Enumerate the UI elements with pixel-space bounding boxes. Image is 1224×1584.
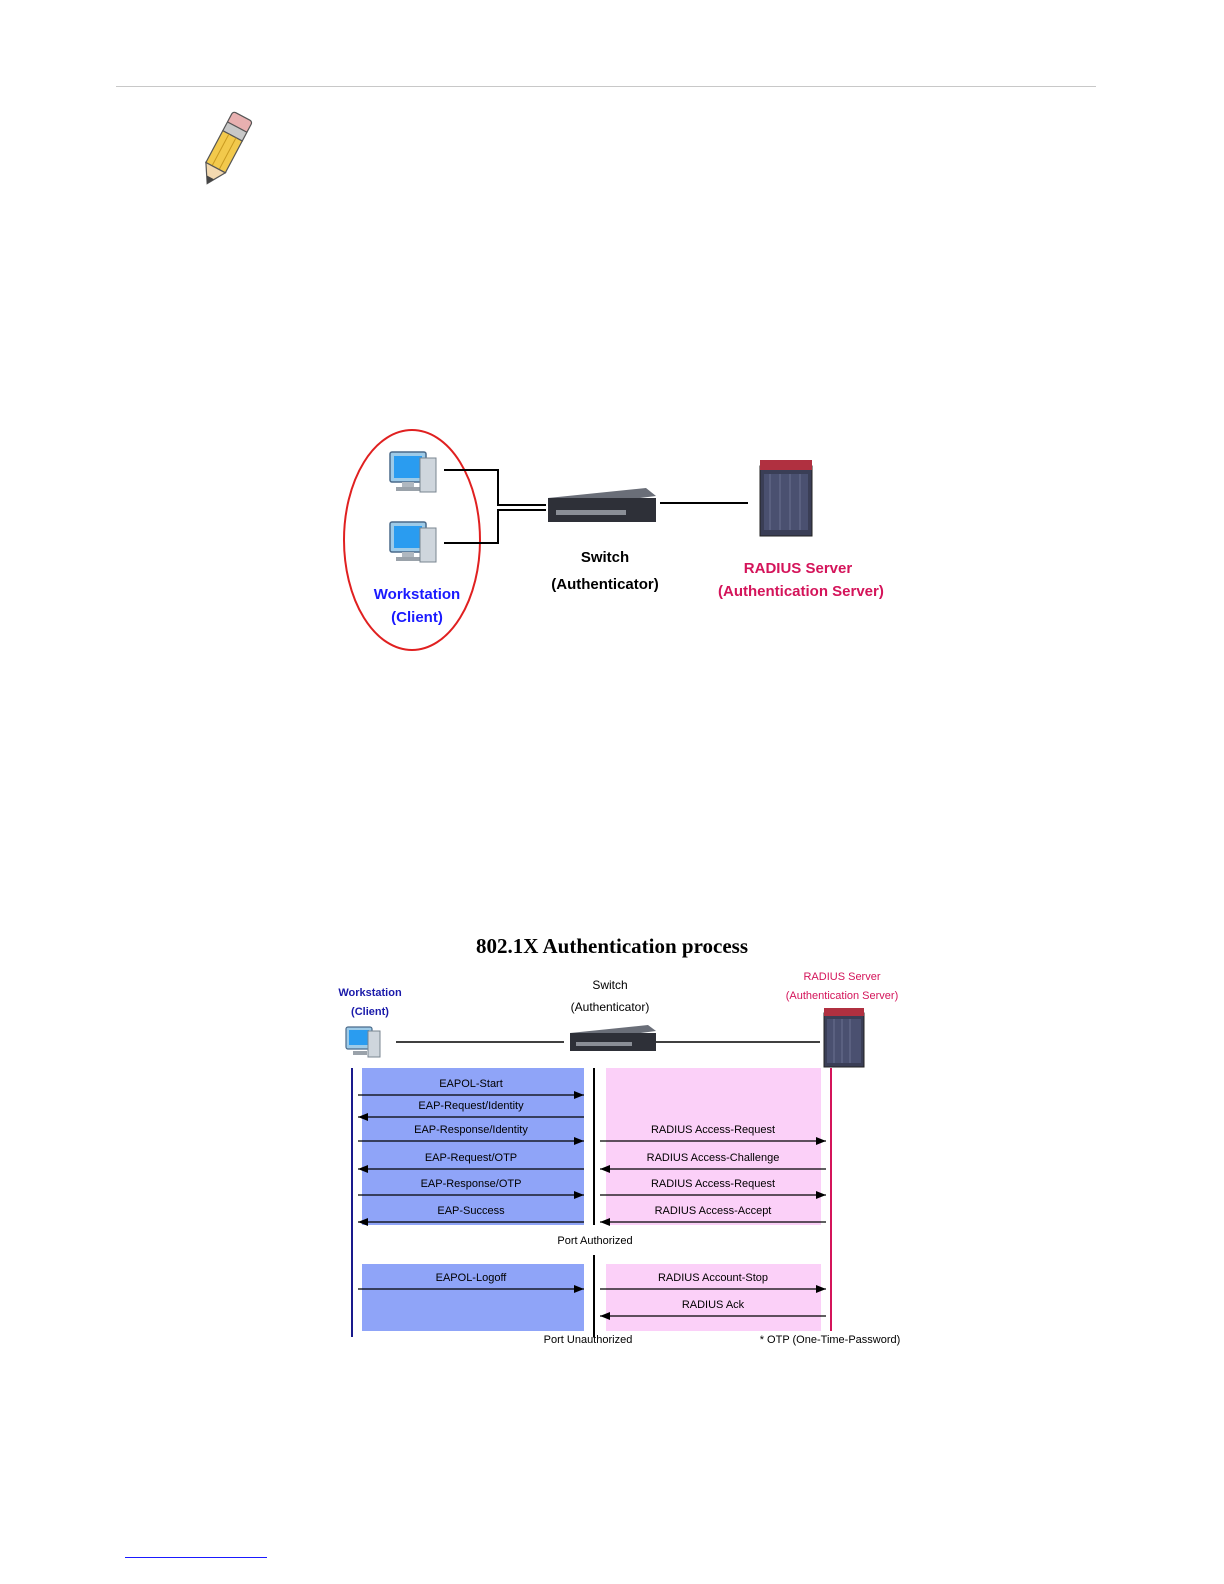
- client-switch-message: EAP-Success: [437, 1205, 505, 1217]
- message-arrow-head: [358, 1113, 368, 1121]
- footer-link-rule: [125, 1557, 267, 1558]
- switch-sub-label: (Authenticator): [570, 1000, 650, 1014]
- switch-server-arrows: [600, 1137, 826, 1226]
- radius-server-icon: [759, 460, 813, 537]
- workstation-sub-label: (Client): [391, 609, 443, 626]
- radius-ack-message: RADIUS Ack: [681, 1299, 745, 1311]
- message-arrow-head: [574, 1137, 584, 1145]
- client-switch-arrows: [358, 1091, 584, 1226]
- switch-icon: [570, 1025, 656, 1051]
- radius-server-icon: [823, 1008, 865, 1068]
- message-arrow-head: [358, 1218, 368, 1226]
- message-arrow-head: [816, 1137, 826, 1145]
- workstation-icon: [389, 451, 437, 493]
- switch-label: Switch: [580, 549, 630, 566]
- switch-server-message: RADIUS Access-Request: [650, 1124, 776, 1136]
- switch-icon: [548, 488, 656, 522]
- logoff-arrows: [358, 1285, 826, 1320]
- server-band-authorized: [606, 1068, 821, 1225]
- client-switch-message: EAP-Request/OTP: [424, 1152, 518, 1164]
- message-arrow-head: [816, 1285, 826, 1293]
- note-pencil-icon: [205, 111, 253, 185]
- authentication-sequence-diagram: Workstation (Client) Switch (Authenticat…: [330, 965, 910, 1355]
- client-group-ellipse: [343, 429, 481, 651]
- port-authorized-label: Port Authorized: [557, 1235, 633, 1247]
- switch-sub-label: (Authenticator): [551, 576, 659, 593]
- message-arrow-head: [600, 1165, 610, 1173]
- client-switch-message: EAP-Response/Identity: [414, 1124, 528, 1136]
- port-unauthorized-label: Port Unauthorized: [543, 1334, 633, 1346]
- authentication-process-title: 802.1X Authentication process: [475, 934, 749, 958]
- message-arrow-head: [816, 1191, 826, 1199]
- message-arrow-head: [574, 1285, 584, 1293]
- message-arrow-head: [574, 1191, 584, 1199]
- sequence-graphics: [345, 1008, 865, 1337]
- client-switch-message: EAPOL-Start: [439, 1078, 503, 1090]
- server-band-logoff: [606, 1264, 821, 1331]
- switch-label: Switch: [592, 978, 628, 992]
- network-topology-diagram: Workstation (Client) Switch (Authenticat…: [330, 410, 890, 660]
- message-arrow-head: [358, 1165, 368, 1173]
- workstation-label: Workstation: [373, 586, 461, 603]
- otp-footnote: * OTP (One-Time-Password): [759, 1334, 901, 1346]
- server-label: RADIUS Server: [803, 971, 881, 983]
- eapol-logoff-message: EAPOL-Logoff: [435, 1272, 507, 1284]
- switch-server-message: RADIUS Access-Accept: [654, 1205, 772, 1217]
- client-switch-message: EAP-Request/Identity: [418, 1100, 524, 1112]
- topology-graphics: [343, 429, 813, 651]
- switch-server-message: RADIUS Access-Request: [650, 1178, 776, 1190]
- server-sub-label: (Authentication Server): [718, 583, 884, 600]
- message-arrow-head: [574, 1091, 584, 1099]
- server-sub-label: (Authentication Server): [785, 990, 899, 1002]
- message-arrow-head: [600, 1312, 610, 1320]
- message-arrow-head: [600, 1218, 610, 1226]
- workstation-icon: [389, 521, 437, 563]
- workstation-label: Workstation: [338, 987, 402, 999]
- workstation-sub-label: (Client): [351, 1006, 389, 1018]
- client-band-logoff: [362, 1264, 584, 1331]
- workstation-icon: [345, 1026, 381, 1058]
- client-band-authorized: [362, 1068, 584, 1225]
- header-rule: [116, 86, 1096, 87]
- server-label: RADIUS Server: [743, 560, 853, 577]
- client-switch-message: EAP-Response/OTP: [420, 1178, 522, 1190]
- radius-account-stop-message: RADIUS Account-Stop: [657, 1272, 769, 1284]
- switch-server-message: RADIUS Access-Challenge: [646, 1152, 780, 1164]
